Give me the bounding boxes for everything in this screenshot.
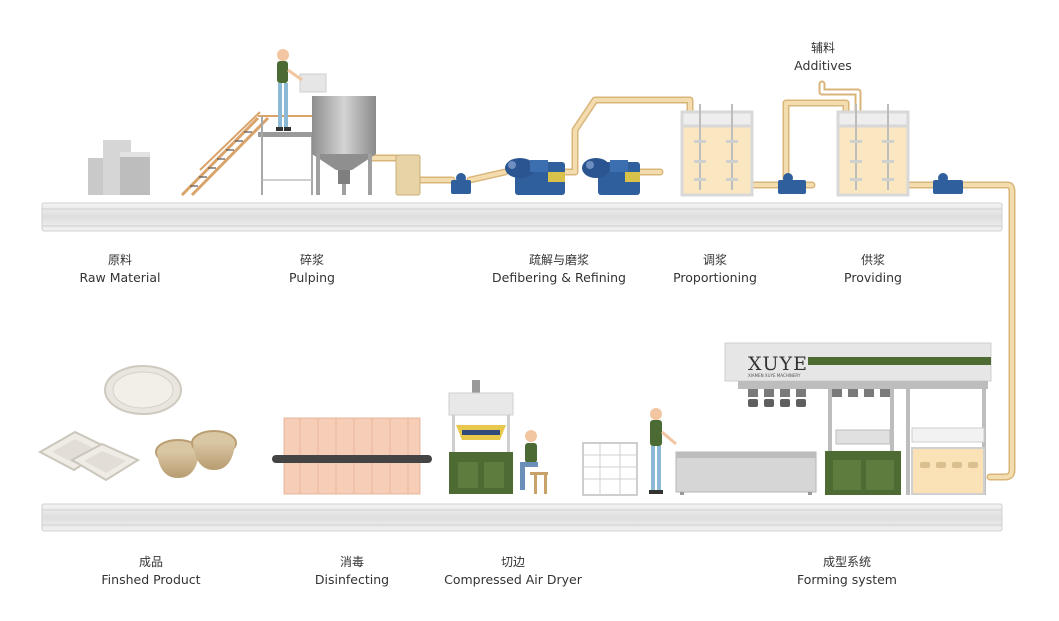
- bottom-rail: [41, 503, 1003, 532]
- stage-label-en: Raw Material: [79, 270, 161, 285]
- stage-label-en: Defibering & Refining: [492, 270, 626, 285]
- stage-label-pulping: 碎浆 Pulping: [252, 252, 372, 286]
- defibering-refiners: [505, 158, 640, 195]
- stage-label-zh: 调浆: [702, 253, 727, 267]
- proportioning-tank: [680, 104, 754, 197]
- forming-system: [582, 342, 992, 496]
- stage-label-en: Disinfecting: [314, 572, 390, 587]
- top-rail: [41, 202, 1003, 232]
- additives-label: 辅料 Additives: [784, 40, 862, 74]
- stage-label-en: Forming system: [797, 572, 897, 587]
- finished-products: [37, 365, 237, 482]
- stage-label-en: Finshed Product: [101, 572, 201, 587]
- stage-label-zh: 供浆: [860, 253, 885, 267]
- trimming-press: [448, 380, 548, 494]
- stage-label-raw-material: 原料 Raw Material: [60, 252, 180, 286]
- stage-label-trimming: 切边 Compressed Air Dryer: [430, 554, 596, 588]
- stage-label-finished-product: 成品 Finshed Product: [86, 554, 216, 588]
- brand-logo-subtext: XIAMEN XUYE MACHINERY: [748, 373, 801, 378]
- stage-label-providing: 供浆 Providing: [823, 252, 923, 286]
- disinfecting-tunnel: [272, 417, 432, 495]
- stage-label-forming-system: 成型系统 Forming system: [787, 554, 907, 588]
- providing-tank: [836, 104, 910, 197]
- additives-label-zh: 辅料: [810, 41, 835, 55]
- stage-label-zh: 成品: [138, 555, 163, 569]
- stage-label-zh: 原料: [107, 253, 132, 267]
- stage-label-zh: 消毒: [339, 555, 364, 569]
- pulping-station: [180, 49, 421, 197]
- pulp-pipes: [368, 80, 1016, 481]
- stage-label-en: Compressed Air Dryer: [444, 572, 582, 587]
- stage-label-defibering: 疏解与磨浆 Defibering & Refining: [479, 252, 639, 286]
- stage-label-en: Pulping: [289, 270, 335, 285]
- brand-logo: XUYE: [748, 353, 808, 375]
- stage-label-en: Providing: [844, 270, 902, 285]
- stage-label-disinfecting: 消毒 Disinfecting: [297, 554, 407, 588]
- stage-label-zh: 成型系统: [822, 555, 871, 569]
- stage-label-zh: 切边: [500, 555, 525, 569]
- pump-units: [451, 173, 963, 194]
- raw-material-bales: [88, 140, 150, 195]
- stage-label-proportioning: 调浆 Proportioning: [660, 252, 770, 286]
- stage-label-en: Proportioning: [673, 270, 757, 285]
- stage-label-zh: 疏解与磨浆: [528, 253, 589, 267]
- stage-label-zh: 碎浆: [299, 253, 324, 267]
- additives-label-en: Additives: [794, 58, 852, 73]
